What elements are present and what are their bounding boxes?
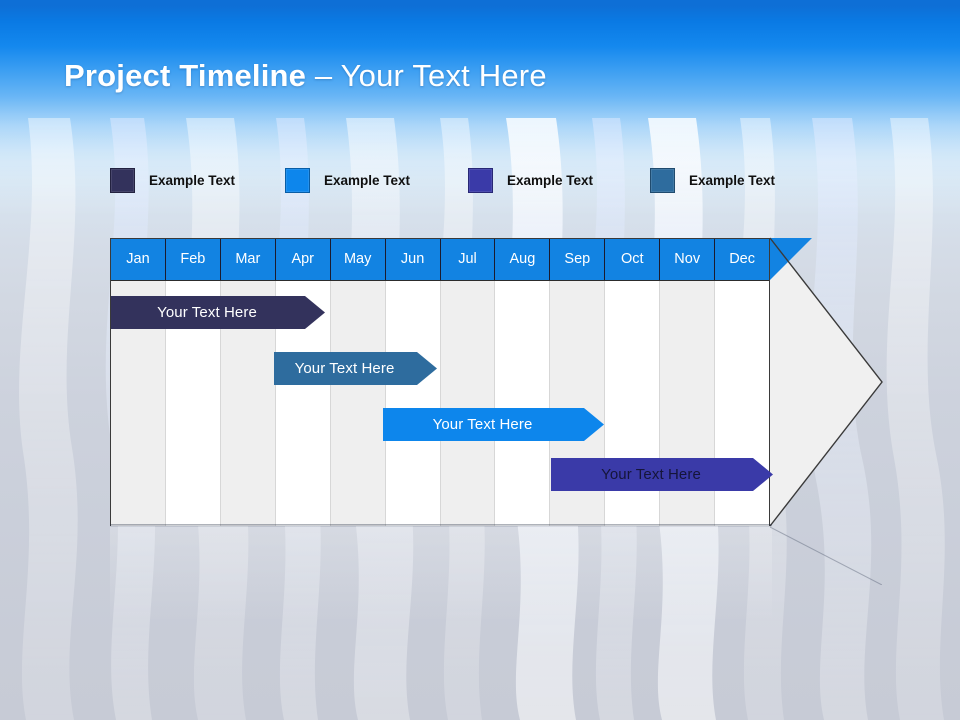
timeline-arrowhead [770,238,882,526]
task-bar-1[interactable]: Your Text Here [111,296,325,329]
month-header-mar[interactable]: Mar [221,239,276,280]
legend-label-4: Example Text [689,173,776,188]
task-bar-3-shape [383,408,604,441]
legend-swatch-icon-1 [110,168,135,193]
legend-item-4[interactable]: Example Text [650,168,775,193]
task-bar-3-label: Your Text Here [432,416,533,433]
chart-base-shadow [110,524,772,527]
timeline-column-aug [495,281,551,526]
timeline-column-jul [440,281,496,526]
month-header-may[interactable]: May [331,239,386,280]
page-title: Project Timeline – Your Text Here [64,58,547,94]
timeline-table: Jan Feb Mar Apr May Jun Jul Aug Sep Oct … [110,238,770,526]
month-header-oct[interactable]: Oct [605,239,661,280]
legend-label-3: Example Text [507,173,594,188]
task-bar-1-shape [111,296,325,329]
legend-item-2[interactable]: Example Text [285,168,410,193]
legend-label-2: Example Text [324,173,411,188]
legend: Example Text Example Text Example Text E… [110,168,890,196]
month-header-feb[interactable]: Feb [166,239,221,280]
legend-label-1: Example Text [149,173,236,188]
month-header-dec[interactable]: Dec [729,251,755,267]
month-header-aug[interactable]: Aug [495,239,551,280]
timeline-column-jun [385,281,441,526]
page-title-dash: – [306,58,341,93]
legend-item-3[interactable]: Example Text [468,168,593,193]
timeline-header-row: Jan Feb Mar Apr May Jun Jul Aug Sep Oct … [111,239,769,280]
timeline-chart: Jan Feb Mar Apr May Jun Jul Aug Sep Oct … [110,237,883,527]
legend-swatch-icon-3 [468,168,493,193]
page-title-rest: Your Text Here [340,58,547,93]
month-header-jul[interactable]: Jul [441,239,496,280]
task-bar-4[interactable]: Your Text Here [551,458,773,491]
legend-item-1[interactable]: Example Text [110,168,235,193]
page-title-strong: Project Timeline [64,58,307,93]
month-header-sep[interactable]: Sep [550,239,606,280]
month-header-nov[interactable]: Nov [660,239,716,280]
task-bar-3[interactable]: Your Text Here [383,408,604,441]
task-bar-1-label: Your Text Here [157,304,257,321]
month-header-jun[interactable]: Jun [386,239,441,280]
task-bar-4-label: Your Text Here [601,466,701,483]
month-header-apr[interactable]: Apr [276,239,331,280]
legend-swatch-icon-2 [285,168,310,193]
task-bar-2-label: Your Text Here [294,360,395,377]
task-bar-2-shape [274,352,437,385]
task-bar-2[interactable]: Your Text Here [274,352,437,385]
month-header-jan[interactable]: Jan [111,239,166,280]
timeline-column-may [330,281,386,526]
timeline-body [111,280,770,526]
legend-swatch-icon-4 [650,168,675,193]
task-bar-4-shape [551,458,773,491]
